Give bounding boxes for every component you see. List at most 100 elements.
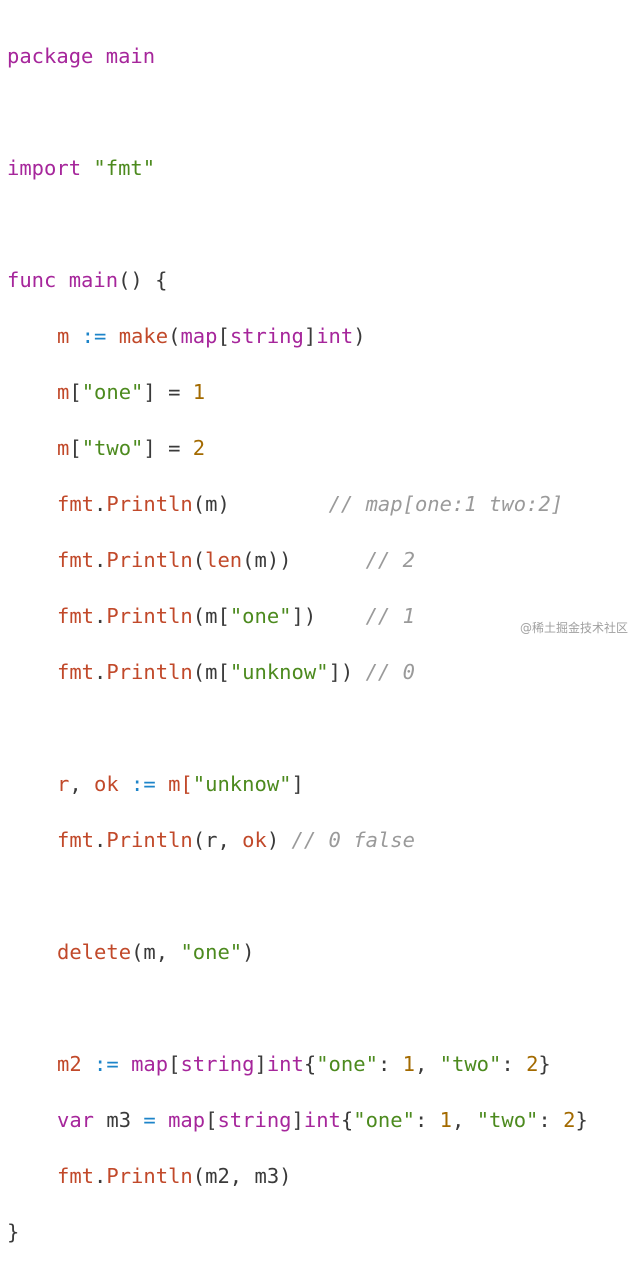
code-comment: // map[one:1 two:2] (328, 492, 564, 516)
code-padding (316, 604, 365, 628)
code-line-import: import "fmt" (7, 154, 588, 182)
code-token: "one" (353, 1108, 415, 1132)
code-token: (m[ (192, 604, 230, 628)
code-token: "unknow" (229, 660, 329, 684)
code-token: : (414, 1108, 440, 1132)
code-token: (m2, m3) (192, 1164, 292, 1188)
closing-brace: } (7, 1220, 20, 1244)
code-token: ] = (143, 380, 193, 404)
code-token: int (316, 324, 354, 348)
code-line: fmt.Println(m["one"]) // 1 (7, 602, 588, 630)
code-token: int (303, 1108, 341, 1132)
code-token: "two" (81, 436, 144, 460)
code-token: 1 (402, 1052, 415, 1076)
code-token: : (538, 1108, 564, 1132)
code-token: 2 (526, 1052, 539, 1076)
code-token: string (217, 1108, 292, 1132)
code-token: fmt (57, 828, 95, 852)
code-line: fmt.Println(m["unknow"]) // 0 (7, 658, 588, 686)
code-comment: // 2 (365, 548, 415, 572)
code-token: 2 (563, 1108, 576, 1132)
code-token: } (538, 1052, 551, 1076)
code-token: Println (106, 604, 193, 628)
code-line-blank (7, 994, 588, 1022)
code-token: ok (94, 772, 119, 796)
code-token: "two" (476, 1108, 539, 1132)
code-token: map (168, 1108, 206, 1132)
code-token: } (575, 1108, 588, 1132)
code-token: ] (254, 1052, 267, 1076)
code-token: := (118, 772, 169, 796)
code-token: ok (242, 828, 267, 852)
code-token: , (69, 772, 95, 796)
code-token: m (57, 436, 70, 460)
code-token: Println (106, 548, 193, 572)
code-token: [ (217, 324, 230, 348)
code-token: ) (353, 324, 366, 348)
code-line-blank (7, 882, 588, 910)
code-token: . (94, 1164, 107, 1188)
code-token: . (94, 828, 107, 852)
code-token: [ (69, 436, 82, 460)
code-block: package main import "fmt" func main() { … (7, 14, 588, 1274)
code-token: make (118, 324, 169, 348)
code-token: Println (106, 828, 193, 852)
code-token: ] (291, 1108, 304, 1132)
code-line-func: func main() { (7, 266, 588, 294)
code-token: fmt (57, 660, 95, 684)
code-token: "one" (229, 604, 292, 628)
code-token: ) (242, 940, 255, 964)
code-token: (r, (192, 828, 243, 852)
func-signature: () { (118, 268, 168, 292)
import-path: "fmt" (93, 156, 156, 180)
code-token: "one" (81, 380, 144, 404)
code-token: ]) (328, 660, 354, 684)
code-token: [ (69, 380, 82, 404)
code-token: (m, (131, 940, 181, 964)
code-padding (230, 492, 329, 516)
code-token: Println (106, 1164, 193, 1188)
code-token: int (266, 1052, 304, 1076)
code-token: ] (291, 772, 304, 796)
code-token: string (229, 324, 304, 348)
code-padding (292, 548, 366, 572)
code-token: Println (106, 660, 193, 684)
code-token: . (94, 492, 107, 516)
code-token: delete (57, 940, 132, 964)
code-line-blank (7, 714, 588, 742)
code-line: fmt.Println(m) // map[one:1 two:2] (7, 490, 588, 518)
code-token: = (143, 1108, 156, 1132)
code-line: r, ok := m["unknow"] (7, 770, 588, 798)
code-line: m := make(map[string]int) (7, 322, 588, 350)
code-line-blank (7, 98, 588, 126)
code-token: { (340, 1108, 354, 1132)
code-line: fmt.Println(r, ok) // 0 false (7, 826, 588, 854)
code-token: "unknow" (192, 772, 292, 796)
code-token: := (81, 1052, 132, 1076)
code-line-package: package main (7, 42, 588, 70)
code-comment: // 0 (365, 660, 415, 684)
package-keyword: package (7, 44, 94, 68)
code-line: fmt.Println(m2, m3) (7, 1162, 588, 1190)
code-token: ( (168, 324, 181, 348)
code-token: "one" (316, 1052, 378, 1076)
code-token: ( (192, 548, 206, 572)
code-token: m3 (94, 1108, 144, 1132)
code-line: var m3 = map[string]int{"one": 1, "two":… (7, 1106, 588, 1134)
code-token: fmt (57, 492, 95, 516)
code-token: . (94, 604, 107, 628)
code-token: 1 (439, 1108, 452, 1132)
code-token: [ (205, 1108, 218, 1132)
code-token: fmt (57, 1164, 95, 1188)
watermark: @稀土掘金技术社区 (519, 621, 628, 635)
code-token: "one" (180, 940, 243, 964)
code-token: [ (168, 1052, 181, 1076)
code-token: . (94, 548, 107, 572)
code-token: "two" (439, 1052, 502, 1076)
code-token: len (205, 548, 243, 572)
code-token: ] (303, 324, 317, 348)
code-token: : (377, 1052, 403, 1076)
code-token: string (180, 1052, 255, 1076)
code-token: r (57, 772, 70, 796)
code-line-blank (7, 210, 588, 238)
